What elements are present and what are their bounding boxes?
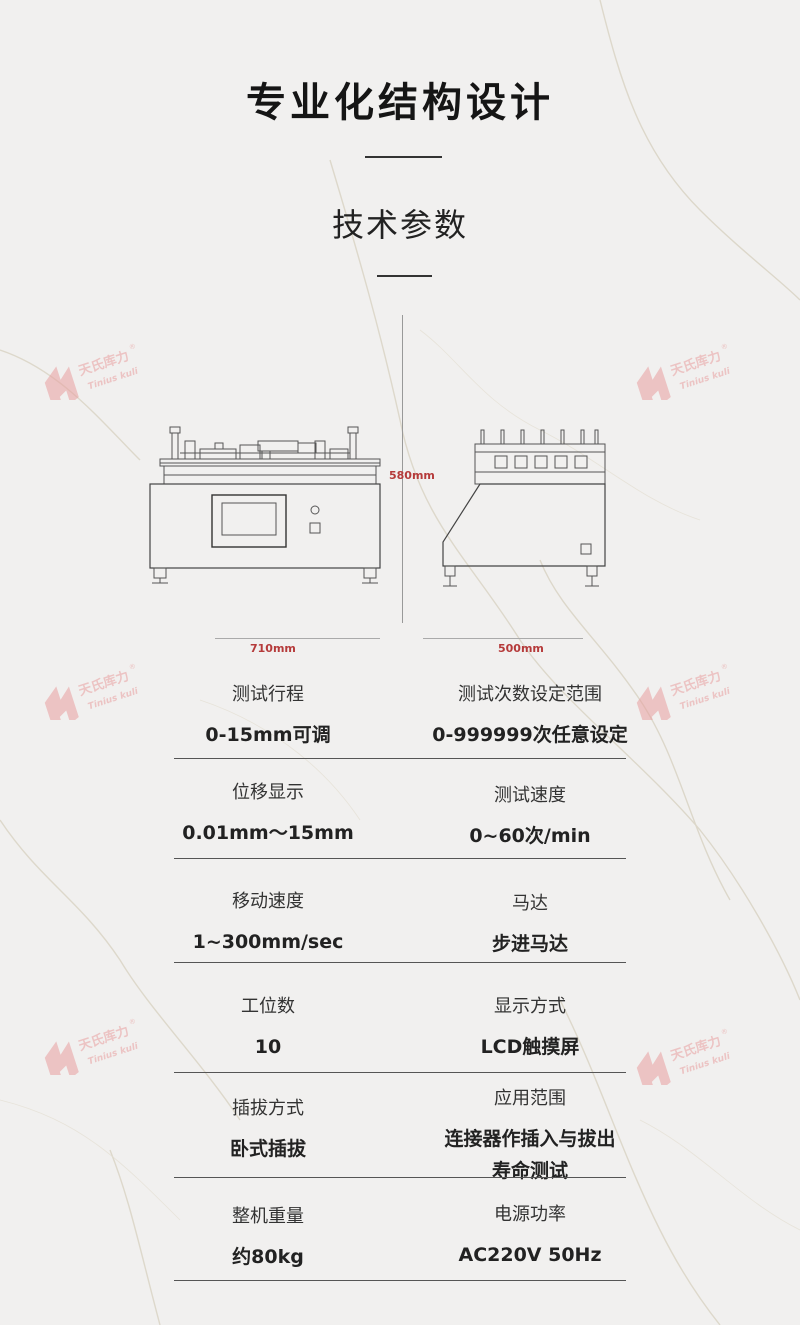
spec-label: 测试速度 [494, 785, 566, 806]
spec-value: 0-15mm可调 [205, 724, 331, 746]
spec-cell: 移动速度 1~300mm/sec [118, 887, 418, 958]
spec-cell: 应用范围 连接器作插入与拔出 寿命测试 [380, 1084, 680, 1187]
svg-text:®: ® [720, 342, 729, 352]
spec-label: 电源功率 [494, 1204, 566, 1225]
spec-label: 马达 [512, 893, 548, 914]
spec-value: 0-999999次任意设定 [432, 724, 628, 746]
spec-cell: 工位数 10 [118, 992, 418, 1063]
width-dimension-line [215, 638, 380, 639]
spec-label: 工位数 [241, 996, 295, 1017]
spec-cell: 马达 步进马达 [380, 889, 680, 960]
spec-label: 位移显示 [232, 782, 304, 803]
spec-cell: 显示方式 LCD触摸屏 [380, 992, 680, 1063]
width-dimension: 710mm [250, 642, 296, 655]
spec-cell: 测试次数设定范围 0-999999次任意设定 [380, 680, 680, 751]
spec-value: 10 [254, 1036, 282, 1058]
brand-watermark: 天氏库力 ® Tinius kuli [636, 662, 732, 720]
spec-value: 步进马达 [491, 933, 568, 955]
spec-value: 1~300mm/sec [192, 931, 344, 953]
spec-value: 卧式插拔 [229, 1138, 306, 1160]
spec-label: 移动速度 [232, 891, 304, 912]
row-divider [174, 758, 626, 759]
brand-watermark: 天氏库力 ® Tinius kuli [44, 342, 140, 400]
depth-dimension: 500mm [498, 642, 544, 655]
spec-value: LCD触摸屏 [480, 1036, 580, 1058]
brand-watermark: 天氏库力 ® Tinius kuli [44, 662, 140, 720]
spec-cell: 整机重量 约80kg [118, 1202, 418, 1273]
spec-label: 测试次数设定范围 [458, 684, 602, 705]
spec-label: 显示方式 [494, 996, 566, 1017]
spec-label: 插拔方式 [232, 1098, 304, 1119]
row-divider [174, 962, 626, 963]
spec-label: 应用范围 [494, 1088, 566, 1109]
svg-text:®: ® [720, 1027, 729, 1037]
svg-text:®: ® [128, 342, 137, 352]
svg-text:®: ® [128, 1017, 137, 1027]
spec-label: 测试行程 [232, 684, 304, 705]
spec-value: 约80kg [232, 1246, 304, 1268]
spec-value: 连接器作插入与拔出 寿命测试 [444, 1128, 616, 1182]
spec-cell: 位移显示 0.01mm～15mm [118, 778, 418, 849]
svg-text:®: ® [720, 662, 729, 672]
spec-value: 0~60次/min [469, 825, 591, 847]
brand-watermark: 天氏库力 ® Tinius kuli [636, 1027, 732, 1085]
brand-watermark: 天氏库力 ® Tinius kuli [636, 342, 732, 400]
spec-cell: 测试行程 0-15mm可调 [118, 680, 418, 751]
spec-value: 0.01mm～15mm [182, 822, 354, 844]
row-divider [174, 858, 626, 859]
svg-text:®: ® [128, 662, 137, 672]
section-divider [377, 275, 432, 277]
spec-cell: 电源功率 AC220V 50Hz [380, 1200, 680, 1271]
page-title: 专业化结构设计 [246, 80, 554, 126]
spec-cell: 测试速度 0~60次/min [380, 781, 680, 852]
machine-front-view [149, 426, 381, 584]
spec-cell: 插拔方式 卧式插拔 [118, 1094, 418, 1165]
title-divider [365, 156, 442, 158]
row-divider [174, 1280, 626, 1281]
brand-watermark: 天氏库力 ® Tinius kuli [44, 1017, 140, 1075]
machine-side-view [442, 429, 606, 587]
row-divider [174, 1072, 626, 1073]
spec-value: AC220V 50Hz [458, 1244, 602, 1266]
section-title: 技术参数 [331, 206, 468, 244]
spec-label: 整机重量 [232, 1206, 304, 1227]
depth-dimension-line [423, 638, 583, 639]
height-dimension: 580mm [389, 469, 435, 482]
view-separator [402, 315, 403, 623]
row-divider [174, 1177, 626, 1178]
